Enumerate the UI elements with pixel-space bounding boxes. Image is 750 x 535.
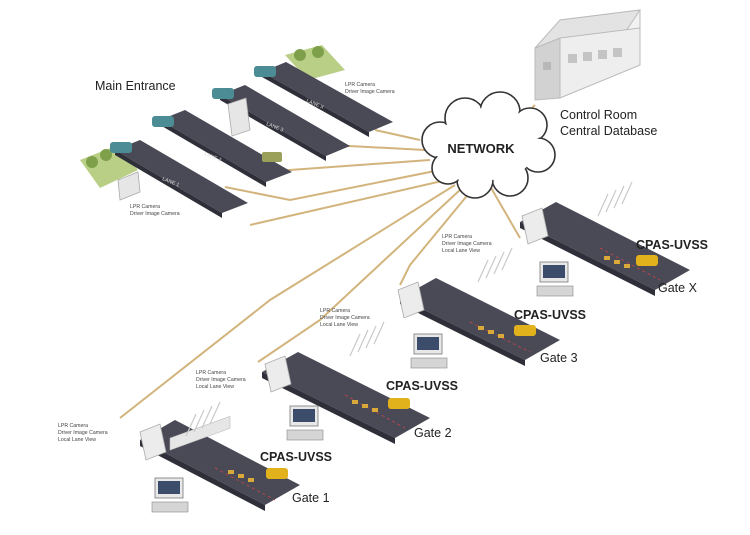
lane-x-road bbox=[262, 62, 393, 132]
gate-3-monitor-icon bbox=[410, 333, 448, 369]
control-room-label-line2: Central Database bbox=[560, 124, 657, 138]
control-room-building bbox=[534, 9, 642, 101]
gate-2-barrier bbox=[349, 321, 385, 357]
gate-x bbox=[520, 181, 690, 297]
gate-1-camera-line3: Local Lane View bbox=[58, 437, 96, 443]
vehicle-truck bbox=[262, 152, 282, 162]
gate-1-booth bbox=[139, 423, 167, 461]
cable-gate-3 bbox=[399, 185, 476, 286]
gate-2-camera-line3: Local Lane View bbox=[196, 384, 234, 390]
network-cloud: NETWORK bbox=[421, 91, 556, 199]
gate-2-monitor-icon bbox=[286, 405, 324, 441]
vehicle-car bbox=[212, 88, 234, 99]
gate-3-vehicle bbox=[514, 325, 536, 336]
cable-lane-1 bbox=[224, 169, 441, 202]
gate-x-camera-line2: Driver Image Camera bbox=[442, 241, 492, 247]
gate-2 bbox=[262, 321, 430, 444]
network-label: NETWORK bbox=[447, 141, 515, 156]
main-camera-bottom-line2: Driver Image Camera bbox=[130, 211, 180, 217]
main-camera-bottom-line1: LPR Camera bbox=[130, 204, 160, 210]
gate-x-road bbox=[520, 202, 690, 290]
gate-1-camera-line1: LPR Camera bbox=[58, 423, 88, 429]
gate-x-system-label: CPAS-UVSS bbox=[636, 238, 708, 252]
main-camera-top-line1: LPR Camera bbox=[345, 82, 375, 88]
vehicle-car bbox=[254, 66, 276, 77]
main-entrance-lanes bbox=[80, 45, 393, 218]
gate-x-uvss-strip bbox=[604, 256, 630, 268]
control-room-label-line1: Control Room bbox=[560, 108, 637, 122]
lane-1-road bbox=[115, 140, 248, 213]
gate-x-camera-line1: LPR Camera bbox=[442, 234, 472, 240]
gate-2-camera-line2: Driver Image Camera bbox=[196, 377, 246, 383]
main-camera-top-line2: Driver Image Camera bbox=[345, 89, 395, 95]
gate-x-name: Gate X bbox=[658, 281, 698, 295]
gate-3-booth bbox=[397, 281, 425, 319]
gate-1-vehicle bbox=[266, 468, 288, 479]
gate-3 bbox=[397, 247, 560, 369]
main-entrance-title: Main Entrance bbox=[95, 79, 176, 93]
cable-main-entrance bbox=[249, 177, 456, 226]
cable-gate-x bbox=[489, 185, 521, 239]
gate-2-vehicle bbox=[388, 398, 410, 409]
tree bbox=[86, 156, 98, 168]
lane-2-road bbox=[160, 110, 292, 182]
gate-x-monitor-icon bbox=[536, 261, 574, 297]
cable-gate-2 bbox=[257, 187, 463, 363]
gate-1-camera-line2: Driver Image Camera bbox=[58, 430, 108, 436]
cable-gate-1 bbox=[119, 184, 456, 419]
gate-2-uvss-strip bbox=[352, 400, 378, 412]
gate-3-camera-line1: LPR Camera bbox=[320, 308, 350, 314]
gate-x-booth bbox=[521, 207, 549, 245]
cable-lane-2 bbox=[261, 159, 431, 173]
cable-lane-x bbox=[374, 129, 421, 141]
tree bbox=[100, 149, 112, 161]
tree bbox=[294, 49, 306, 61]
gate-1-monitor-icon bbox=[151, 477, 189, 513]
gate-2-booth bbox=[264, 355, 292, 393]
gate-3-camera-line2: Driver Image Camera bbox=[320, 315, 370, 321]
gate-x-vehicle bbox=[636, 255, 658, 266]
vehicle-car bbox=[152, 116, 174, 127]
gate-1-name: Gate 1 bbox=[292, 491, 330, 505]
gate-3-camera-line3: Local Lane View bbox=[320, 322, 358, 328]
gate-1-barrier bbox=[185, 401, 221, 437]
gate-2-name: Gate 2 bbox=[414, 426, 452, 440]
gate-1-uvss-strip bbox=[228, 470, 254, 482]
tree bbox=[312, 46, 324, 58]
vehicle-car bbox=[110, 142, 132, 153]
gate-x-barrier bbox=[597, 181, 633, 217]
gate-3-name: Gate 3 bbox=[540, 351, 578, 365]
gate-3-uvss-strip bbox=[478, 326, 504, 338]
guard-booth bbox=[227, 97, 251, 137]
gate-3-system-label: CPAS-UVSS bbox=[514, 308, 586, 322]
gate-2-road bbox=[262, 352, 430, 438]
gate-1-system-label: CPAS-UVSS bbox=[260, 450, 332, 464]
gate-3-barrier bbox=[477, 247, 513, 283]
gate-x-camera-line3: Local Lane View bbox=[442, 248, 480, 254]
gate-2-system-label: CPAS-UVSS bbox=[386, 379, 458, 393]
lane-3-road bbox=[220, 85, 350, 156]
gate-3-road bbox=[400, 278, 560, 360]
gate-2-camera-line1: LPR Camera bbox=[196, 370, 226, 376]
gate-1 bbox=[139, 401, 300, 513]
